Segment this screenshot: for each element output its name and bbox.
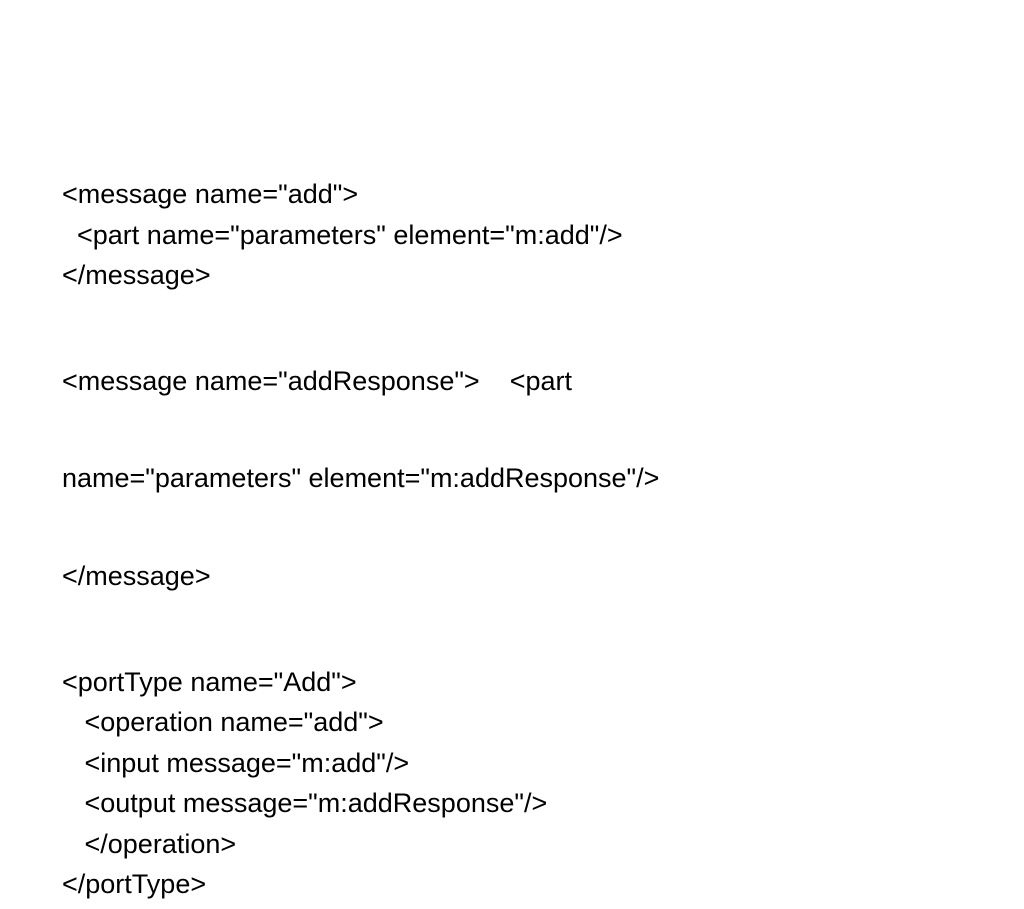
code-line-operation-close: </operation> xyxy=(62,828,237,859)
code-line-input-message: <input message="m:add"/> xyxy=(62,747,410,778)
code-line-message-add-open: <message name="add"> xyxy=(62,179,359,209)
code-line-operation-open: <operation name="add"> xyxy=(62,707,384,737)
code-line-porttype-close: </portType> xyxy=(62,869,207,899)
code-line-message-addresponse-part-1: <message name="addResponse"> <part xyxy=(62,365,572,396)
code-line-message-addresponse: <message name="addResponse"> <part name=… xyxy=(62,300,982,658)
code-line-porttype-open: <portType name="Add"> xyxy=(62,666,357,697)
slide: <message name="add"> <part name="paramet… xyxy=(62,179,660,899)
code-line-message-close: </message> xyxy=(62,260,211,290)
code-line-output-message: <output message="m:addResponse"/> xyxy=(62,788,548,818)
code-line-part-parameters-add: <part name="parameters" element="m:add"/… xyxy=(62,219,623,250)
code-line-message-addresponse-part-2: name="parameters" element="m:addResponse… xyxy=(62,463,660,493)
code-line-message-addresponse-part-3: </message> xyxy=(62,560,211,591)
wsdl-code-block: <message name="add"> <part name="paramet… xyxy=(62,178,982,909)
